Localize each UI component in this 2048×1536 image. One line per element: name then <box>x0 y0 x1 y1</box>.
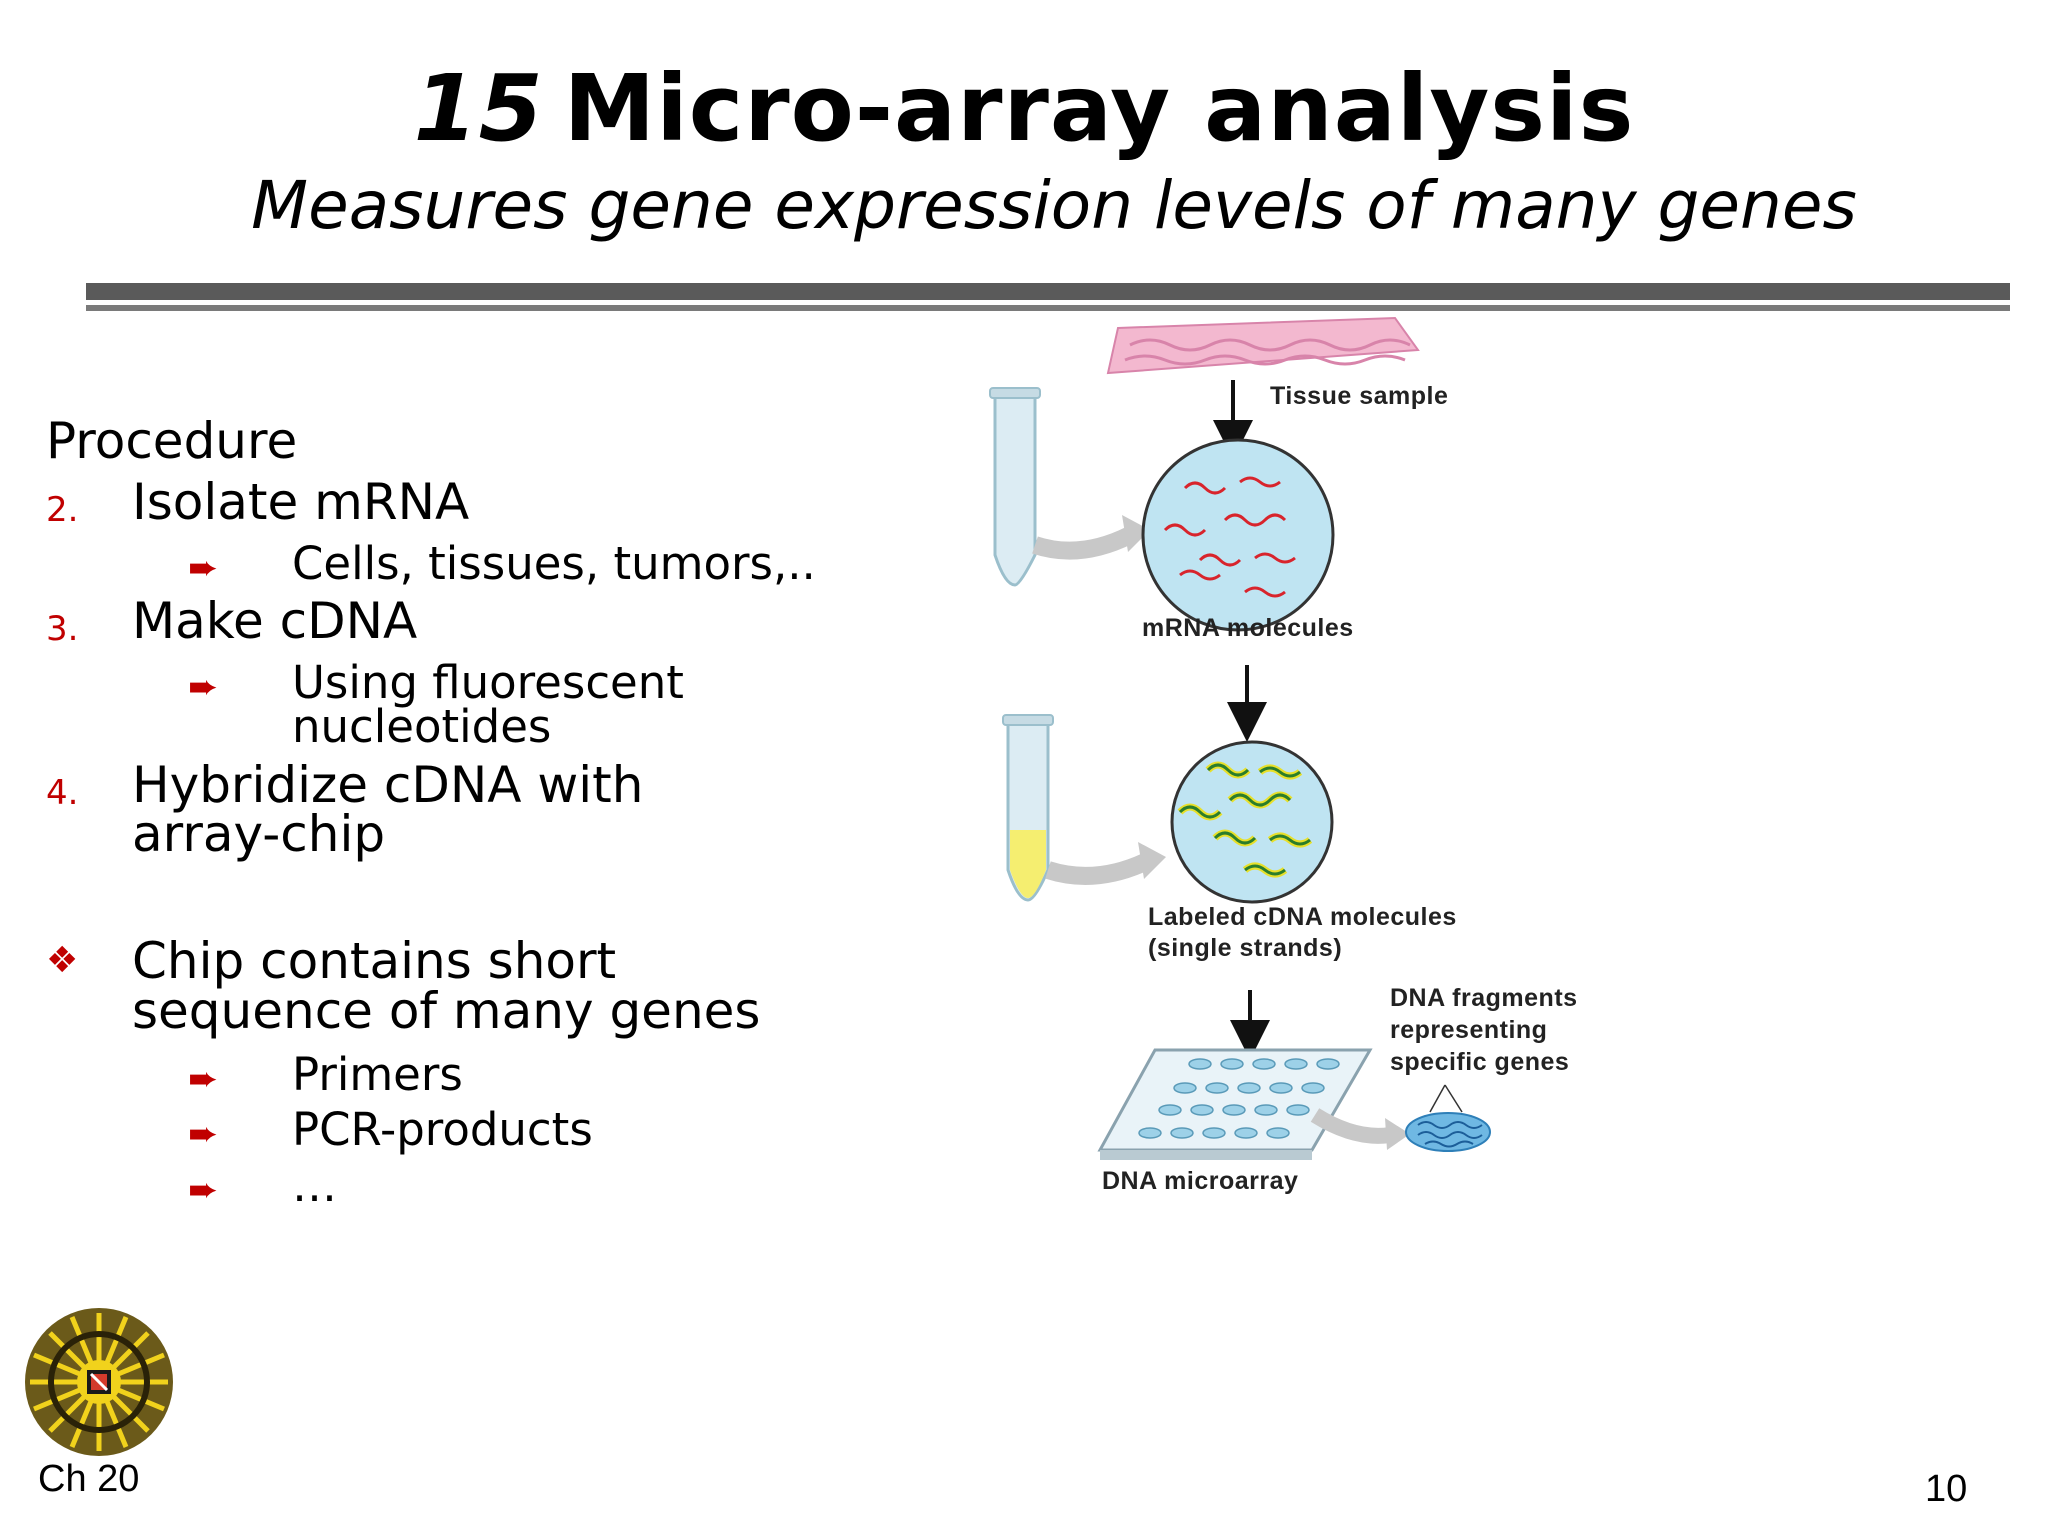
title-number: 15 <box>413 55 544 162</box>
label-cdna-molecules: Labeled cDNA molecules <box>1148 903 1457 931</box>
title-text: Micro-array analysis <box>563 55 1635 162</box>
label-mrna-molecules: mRNA molecules <box>1142 614 1354 642</box>
dna-fragment-spot <box>1405 1084 1491 1152</box>
item-hybridize-line1: Hybridize cDNA with <box>132 756 644 814</box>
arrow-bullet-icon: ➨ <box>188 1059 219 1100</box>
sub-item-ellipsis: … <box>292 1159 337 1212</box>
item-make-cdna: Make cDNA <box>132 592 418 650</box>
note-line1: Chip contains short <box>132 932 617 990</box>
sub-item-primers: Primers <box>292 1048 463 1101</box>
arrow-bullet-icon: ➨ <box>188 667 219 708</box>
mrna-circle <box>1141 438 1335 632</box>
zoom-arrow <box>1310 1108 1392 1144</box>
transfer-arrow-1 <box>1032 526 1135 560</box>
diamond-bullet-icon: ❖ <box>46 940 79 981</box>
sub-item-fluorescent-1: Using fluorescent <box>292 656 684 709</box>
page-number: 10 <box>1925 1468 1968 1510</box>
slide-subtitle: Measures gene expression levels of many … <box>251 167 1857 244</box>
title-divider-thin <box>86 305 2010 311</box>
note-line2: sequence of many genes <box>132 982 761 1040</box>
arrow-bullet-icon: ➨ <box>188 548 219 589</box>
university-seal-logo <box>25 1308 173 1456</box>
microarray-procedure-figure <box>989 316 1491 1160</box>
tube-icon <box>989 387 1041 587</box>
sub-item-cells: Cells, tissues, tumors,.. <box>292 537 816 590</box>
dna-microarray-chip <box>1097 1048 1373 1160</box>
title-divider-thick <box>86 283 2010 300</box>
arrow-bullet-icon: ➨ <box>188 1170 219 1211</box>
sub-item-fluorescent-2: nucleotides <box>292 700 552 753</box>
procedure-heading: Procedure <box>46 412 298 470</box>
item-number-2: 2. <box>46 490 79 530</box>
cdna-circle <box>1170 740 1334 904</box>
label-dna-fragments-3: specific genes <box>1390 1048 1570 1076</box>
item-number-3: 3. <box>46 609 79 649</box>
tube-icon <box>1002 714 1054 902</box>
chapter-label: Ch 20 <box>38 1458 140 1500</box>
arrow-bullet-icon: ➨ <box>188 1114 219 1155</box>
item-number-4: 4. <box>46 773 79 813</box>
item-isolate-mrna: Isolate mRNA <box>132 473 470 531</box>
label-dna-fragments-1: DNA fragments <box>1390 984 1578 1012</box>
tissue-sample-image <box>1106 316 1420 375</box>
label-tissue-sample: Tissue sample <box>1270 382 1449 410</box>
transfer-arrow-2 <box>1045 853 1149 885</box>
item-hybridize-line2: array-chip <box>132 805 386 863</box>
label-dna-fragments-2: representing <box>1390 1016 1548 1044</box>
sub-item-pcr-products: PCR-products <box>292 1103 593 1156</box>
label-single-strands: (single strands) <box>1148 934 1343 962</box>
label-dna-microarray: DNA microarray <box>1102 1167 1299 1195</box>
